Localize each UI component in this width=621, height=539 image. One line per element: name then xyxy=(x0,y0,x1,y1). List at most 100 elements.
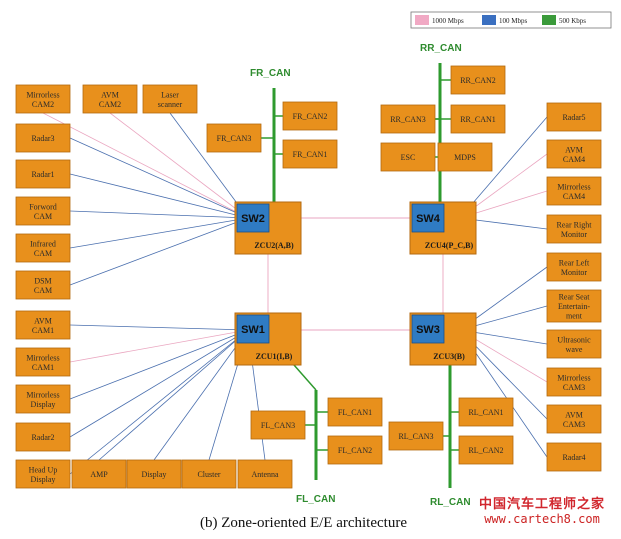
device-label: RR_CAN2 xyxy=(460,76,496,85)
zcu4-zone-label: ZCU4(P_C,B) xyxy=(425,241,474,250)
device-label: Radar4 xyxy=(562,453,585,462)
device-box xyxy=(458,435,514,465)
network-link xyxy=(69,217,249,249)
device-display: Display xyxy=(126,459,182,489)
network-link xyxy=(109,112,249,219)
device-fl-can3: FL_CAN3 xyxy=(250,410,306,440)
device-label: Entertain- xyxy=(558,302,590,311)
network-link xyxy=(69,210,249,219)
device-box xyxy=(546,367,602,397)
device-box xyxy=(15,347,71,377)
network-link xyxy=(69,329,249,475)
network-link xyxy=(69,329,249,363)
device-rl-can2: RL_CAN2 xyxy=(458,435,514,465)
device-box xyxy=(71,459,127,489)
device-box xyxy=(15,196,71,226)
network-link xyxy=(98,329,249,461)
device-label: Radar2 xyxy=(31,433,54,442)
legend-swatch xyxy=(415,15,429,25)
device-label: Monitor xyxy=(561,230,588,239)
device-box xyxy=(250,410,306,440)
device-box xyxy=(546,442,602,472)
device-rr-can2: RR_CAN2 xyxy=(450,65,506,95)
device-cluster: Cluster xyxy=(181,459,237,489)
zcu4-switch xyxy=(411,203,445,233)
devices: MirrorlessCAM2AVMCAM2LaserscannerRadar3R… xyxy=(15,65,602,489)
device-box xyxy=(15,270,71,300)
network-link xyxy=(42,112,249,219)
device-label: CAM xyxy=(34,249,52,258)
device-label: RR_CAN1 xyxy=(460,115,496,124)
watermark: 中国汽车工程师之家 www.cartech8.com xyxy=(472,493,612,526)
device-esc: ESC xyxy=(380,142,436,172)
device-label: DSM xyxy=(34,276,51,285)
zcu1-zone-label: ZCU1(I,B) xyxy=(256,352,293,361)
device-label: Infrared xyxy=(30,239,56,248)
zcu2-switch xyxy=(236,203,270,233)
device-box xyxy=(181,459,237,489)
device-label: Laser xyxy=(161,90,179,99)
device-label: CAM1 xyxy=(32,363,54,372)
network-link xyxy=(169,112,249,219)
device-radar4: Radar4 xyxy=(546,442,602,472)
network-link xyxy=(153,329,249,461)
device-label: scanner xyxy=(158,100,183,109)
device-label: Ultrasonic xyxy=(557,335,591,344)
device-box xyxy=(327,435,383,465)
device-fl-can2: FL_CAN2 xyxy=(327,435,383,465)
device-amp: AMP xyxy=(71,459,127,489)
network-link xyxy=(69,324,249,331)
device-radar2: Radar2 xyxy=(15,422,71,452)
device-radar5: Radar5 xyxy=(546,102,602,132)
rl-can-bus-label: RL_CAN xyxy=(430,497,471,508)
device-box xyxy=(546,139,602,169)
device-box xyxy=(546,102,602,132)
device-label: Display xyxy=(142,470,167,479)
network-link xyxy=(69,217,249,286)
device-label: CAM xyxy=(34,286,52,295)
device-box xyxy=(15,422,71,452)
device-label: RL_CAN2 xyxy=(468,446,503,455)
device-label: wave xyxy=(566,345,583,354)
device-mdps: MDPS xyxy=(437,142,493,172)
legend-label: 1000 Mbps xyxy=(432,17,464,25)
device-label: AVM xyxy=(565,410,583,419)
device-label: Forword xyxy=(29,202,57,211)
device-label: RL_CAN1 xyxy=(468,408,503,417)
device-label: CAM4 xyxy=(563,192,585,201)
device-box xyxy=(15,159,71,189)
device-label: FR_CAN1 xyxy=(293,150,328,159)
device-fr-can3: FR_CAN3 xyxy=(206,123,262,153)
device-box xyxy=(388,421,444,451)
legend-label: 100 Mbps xyxy=(499,17,527,25)
device-box xyxy=(458,397,514,427)
device-box xyxy=(546,176,602,206)
device-label: AVM xyxy=(101,90,119,99)
zcu2-switch-label: SW2 xyxy=(241,213,265,225)
device-box xyxy=(327,397,383,427)
device-box xyxy=(437,142,493,172)
device-box xyxy=(206,123,262,153)
zcu4-switch-label: SW4 xyxy=(416,213,441,225)
device-box xyxy=(450,65,506,95)
device-label: FR_CAN2 xyxy=(293,112,328,121)
zcu3-switch-label: SW3 xyxy=(416,324,440,336)
device-fr-can2: FR_CAN2 xyxy=(282,101,338,131)
device-label: Mirrorless xyxy=(26,353,59,362)
device-box xyxy=(380,142,436,172)
device-box xyxy=(450,104,506,134)
device-label: CAM4 xyxy=(563,155,585,164)
device-box xyxy=(546,252,602,282)
network-link xyxy=(69,329,249,400)
device-label: AVM xyxy=(34,316,52,325)
